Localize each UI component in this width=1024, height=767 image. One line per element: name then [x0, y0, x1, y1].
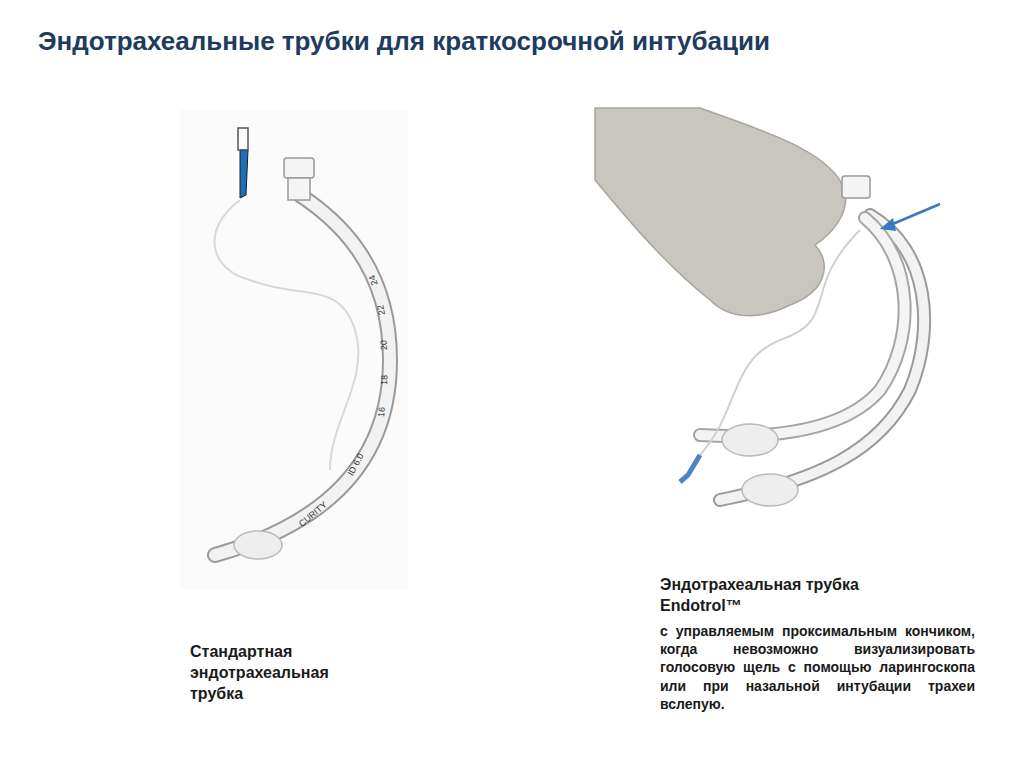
tube-marking: 22	[375, 304, 387, 316]
pilot-line	[700, 230, 860, 455]
cuff	[722, 424, 778, 456]
tube-edge	[215, 195, 390, 555]
tube-marking: 16	[376, 407, 387, 418]
tube-marking: 20	[379, 340, 389, 350]
figure-caption: Стандартная эндотрахеальная трубка	[190, 642, 375, 704]
tube-marking: 18	[379, 375, 389, 385]
pilot-valve	[240, 150, 248, 198]
cuff	[234, 531, 282, 559]
gloved-hand	[595, 108, 846, 316]
pointer-arrow	[888, 204, 940, 226]
figure-caption: Эндотрахеальная трубка Endotrol™	[660, 575, 920, 617]
pilot-line	[215, 200, 359, 470]
arrow-head	[880, 218, 896, 231]
tube-body	[215, 195, 390, 555]
connector	[842, 176, 870, 198]
caption-note: с управляемым проксимальным кончиком, ко…	[660, 622, 975, 713]
connector-neck	[288, 178, 310, 200]
connector	[284, 158, 314, 178]
photo-ground	[180, 110, 408, 590]
slide-title: Эндотрахеальные трубки для краткосрочной…	[38, 26, 770, 57]
valve-tip	[238, 128, 248, 150]
cuff	[742, 474, 798, 506]
pilot-valve	[680, 455, 700, 482]
